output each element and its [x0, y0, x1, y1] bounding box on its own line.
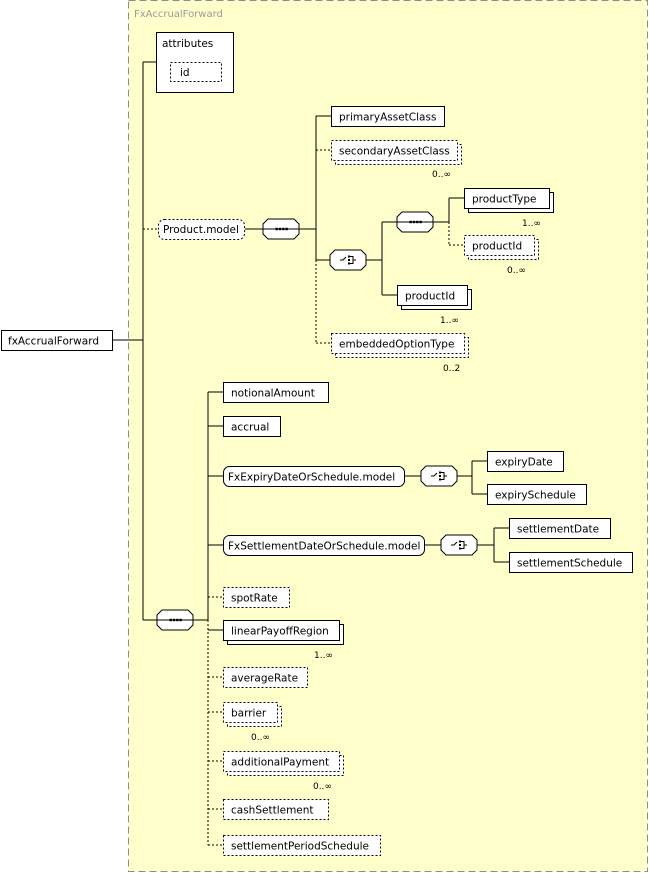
- svg-text:productId: productId: [405, 291, 455, 303]
- spot-rate-element[interactable]: spotRate: [223, 587, 290, 608]
- notional-amount-element[interactable]: notionalAmount: [223, 382, 329, 403]
- group-title: FxAccrualForward: [134, 9, 223, 20]
- svg-text:linearPayoffRegion: linearPayoffRegion: [231, 626, 329, 638]
- svg-text:expirySchedule: expirySchedule: [495, 490, 576, 502]
- product-model-group[interactable]: Product.model: [158, 219, 245, 240]
- linear-payoff-region-cardinality: 1..∞: [314, 651, 333, 661]
- svg-text:settlementSchedule: settlementSchedule: [517, 558, 622, 570]
- svg-text:embeddedOptionType: embeddedOptionType: [339, 339, 454, 351]
- additional-payment-cardinality: 0..∞: [313, 782, 332, 792]
- cash-settlement-element[interactable]: cashSettlement: [223, 799, 329, 820]
- svg-text:barrier: barrier: [231, 708, 267, 720]
- svg-text:FxSettlementDateOrSchedule.mod: FxSettlementDateOrSchedule.model: [228, 541, 420, 553]
- svg-text:fxAccrualForward: fxAccrualForward: [8, 336, 99, 348]
- choice-compositor-icon: [329, 249, 367, 271]
- embedded-option-type-cardinality: 0..2: [443, 364, 460, 374]
- barrier-cardinality: 0..∞: [251, 733, 270, 743]
- fxaccrualforward-element[interactable]: fxAccrualForward: [1, 330, 113, 351]
- additional-payment-element[interactable]: additionalPayment: [223, 751, 344, 776]
- product-id-optional-cardinality: 0..∞: [507, 266, 526, 276]
- svg-text:settlementDate: settlementDate: [517, 524, 599, 536]
- svg-text:Product.model: Product.model: [163, 224, 239, 236]
- sequence-compositor-icon: [156, 609, 194, 631]
- svg-text:additionalPayment: additionalPayment: [231, 757, 329, 769]
- attribute-id[interactable]: id: [180, 67, 190, 79]
- svg-text:productId: productId: [472, 241, 522, 253]
- embedded-option-type-element[interactable]: embeddedOptionType: [331, 333, 469, 358]
- svg-text:productType: productType: [472, 194, 537, 206]
- svg-text:secondaryAssetClass: secondaryAssetClass: [339, 146, 450, 158]
- expiry-date-element[interactable]: expiryDate: [487, 451, 564, 472]
- product-id-element[interactable]: productId: [397, 285, 472, 310]
- svg-text:cashSettlement: cashSettlement: [231, 805, 314, 817]
- svg-text:spotRate: spotRate: [231, 593, 278, 605]
- choice-compositor-icon: [420, 465, 458, 487]
- barrier-element[interactable]: barrier: [223, 702, 282, 727]
- svg-text:primaryAssetClass: primaryAssetClass: [339, 112, 436, 124]
- fx-settlement-date-or-schedule-model-group[interactable]: FxSettlementDateOrSchedule.model: [223, 535, 425, 556]
- linear-payoff-region-element[interactable]: linearPayoffRegion: [223, 620, 344, 645]
- product-id-cardinality: 1..∞: [440, 316, 459, 326]
- average-rate-element[interactable]: averageRate: [223, 667, 308, 688]
- svg-text:attributes: attributes: [162, 38, 213, 50]
- product-id-optional-element[interactable]: productId: [464, 235, 539, 260]
- fx-expiry-date-or-schedule-model-group[interactable]: FxExpiryDateOrSchedule.model: [223, 466, 405, 487]
- product-type-cardinality: 1..∞: [522, 219, 541, 229]
- accrual-element[interactable]: accrual: [223, 416, 281, 437]
- choice-compositor-icon: [440, 534, 478, 556]
- secondary-asset-class-element[interactable]: secondaryAssetClass: [331, 140, 462, 165]
- connectors: [113, 61, 509, 846]
- svg-text:FxExpiryDateOrSchedule.model: FxExpiryDateOrSchedule.model: [228, 472, 395, 484]
- attributes-box[interactable]: attributes id: [156, 32, 234, 93]
- svg-text:notionalAmount: notionalAmount: [231, 388, 315, 400]
- product-type-element[interactable]: productType: [464, 188, 554, 213]
- secondary-asset-class-cardinality: 0..∞: [432, 170, 451, 180]
- svg-text:expiryDate: expiryDate: [495, 457, 553, 469]
- svg-text:settlementPeriodSchedule: settlementPeriodSchedule: [231, 841, 369, 853]
- fxaccrualforward-group: [128, 0, 648, 872]
- svg-text:averageRate: averageRate: [231, 673, 298, 685]
- sequence-compositor-icon: [396, 211, 434, 233]
- settlement-schedule-element[interactable]: settlementSchedule: [509, 552, 633, 573]
- svg-text:accrual: accrual: [231, 422, 269, 434]
- sequence-compositor-icon: [262, 218, 300, 240]
- settlement-period-schedule-element[interactable]: settlementPeriodSchedule: [223, 835, 381, 856]
- settlement-date-element[interactable]: settlementDate: [509, 518, 611, 539]
- primary-asset-class-element[interactable]: primaryAssetClass: [331, 106, 445, 127]
- expiry-schedule-element[interactable]: expirySchedule: [487, 484, 587, 505]
